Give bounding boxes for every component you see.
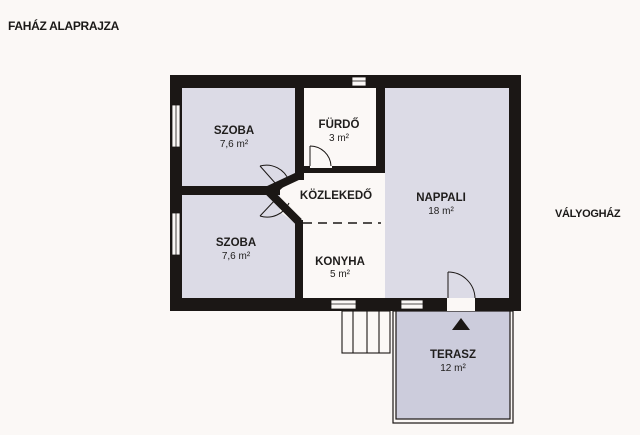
- stairs: [341, 310, 391, 354]
- room-name-konyha: KONYHA: [315, 256, 365, 268]
- room-szoba-2: [182, 195, 295, 298]
- plan-title: FAHÁZ ALAPRAJZA: [8, 19, 120, 33]
- interior-walls: [182, 88, 385, 298]
- room-nappali: [385, 88, 509, 298]
- room-name-nappali: NAPPALI: [416, 192, 466, 204]
- terrace: [392, 310, 514, 424]
- room-szoba-1: [182, 88, 295, 186]
- room-area-konyha: 5 m²: [330, 269, 351, 280]
- room-name-szoba-2: SZOBA: [216, 237, 256, 249]
- window-furdo: [351, 76, 367, 87]
- angled-walls: [265, 172, 302, 225]
- entrance-arrow-icon: [452, 318, 470, 330]
- room-kozlekedo-konyha: [280, 172, 385, 298]
- window-konyha: [330, 299, 357, 310]
- room-area-terasz: 12 m²: [440, 363, 466, 374]
- room-area-szoba-2: 7,6 m²: [222, 251, 251, 262]
- doors: [259, 145, 476, 311]
- room-name-terasz: TERASZ: [430, 349, 476, 361]
- window-nappali: [400, 299, 424, 310]
- building-type-label: VÁLYOGHÁZ: [555, 208, 621, 220]
- room-name-szoba-1: SZOBA: [214, 125, 254, 137]
- windows: [171, 76, 424, 310]
- room-furdo: [304, 88, 376, 166]
- room-area-nappali: 18 m²: [428, 206, 454, 217]
- room-area-szoba-1: 7,6 m²: [220, 139, 249, 150]
- room-area-furdo: 3 m²: [329, 133, 350, 144]
- room-name-furdo: FÜRDŐ: [319, 118, 360, 131]
- room-name-kozlekedo: KÖZLEKEDŐ: [300, 189, 372, 202]
